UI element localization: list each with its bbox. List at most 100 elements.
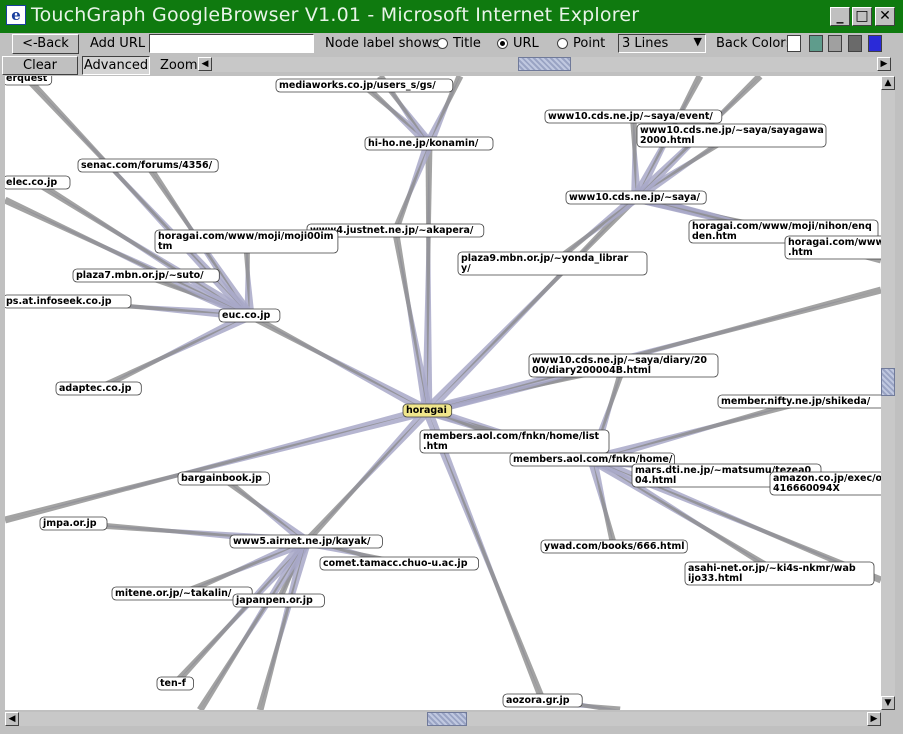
- back-color-white-swatch[interactable]: [787, 35, 801, 52]
- graph-node[interactable]: bargainbook.jp: [177, 471, 270, 486]
- graph-node-box: [502, 693, 583, 708]
- clear-button[interactable]: Clear: [2, 56, 78, 75]
- graph-node[interactable]: plaza7.mbn.or.jp/~suto/: [72, 268, 220, 283]
- back-color-darkgray-swatch[interactable]: [848, 35, 862, 52]
- graph-node[interactable]: mediaworks.co.jp/users_s/gs/: [275, 78, 454, 93]
- graph-canvas[interactable]: horagai euc.co.jp hi-ho.ne.jp/konamin/medi…: [5, 76, 881, 710]
- graph-node[interactable]: adaptec.co.jp: [55, 381, 142, 396]
- graph-node[interactable]: horagai.com/www/.htm: [784, 235, 881, 260]
- zoom-left-arrow-icon[interactable]: ◀: [198, 57, 212, 71]
- graph-node-label: horagai.com/www/moji/nihon/enq: [692, 221, 872, 232]
- graph-edge-in: [427, 410, 546, 702]
- graph-node[interactable]: aozora.gr.jp: [502, 693, 583, 708]
- graph-node[interactable]: ps.at.infoseek.co.jp: [5, 294, 132, 309]
- graph-node-label: 416660094X: [773, 483, 840, 494]
- graph-edge-offscreen-in: [592, 459, 881, 584]
- back-button[interactable]: <-Back: [12, 34, 79, 54]
- graph-node-label: member.nifty.ne.jp/shikeda/: [721, 396, 871, 407]
- graph-node-label: 00/diary200004B.html: [532, 365, 651, 376]
- graph-node[interactable]: ywad.com/books/666.html: [540, 539, 688, 554]
- graph-node-box: [636, 123, 827, 148]
- graph-node[interactable]: members.aol.com/fnkn/home/list.htm: [419, 429, 610, 454]
- graph-edge-in: [425, 143, 433, 411]
- vertical-scroll-thumb[interactable]: [881, 368, 895, 396]
- zoom-right-arrow-icon[interactable]: ▶: [877, 57, 891, 71]
- graph-edge-in: [592, 459, 618, 548]
- graph-edge-in: [427, 195, 639, 411]
- graph-edge-offscreen-in: [427, 286, 881, 411]
- scroll-up-arrow-icon[interactable]: ▲: [881, 76, 895, 90]
- graph-edge-in: [391, 229, 428, 411]
- graph-node[interactable]: elec.co.jp: [5, 175, 71, 190]
- graph-node-label: www10.cds.ne.jp/~saya/: [569, 192, 701, 203]
- graph-edge-in: [550, 197, 637, 267]
- vertical-scrollbar[interactable]: ▲ ▼: [881, 76, 895, 710]
- zoom-slider[interactable]: ◀ ▶: [198, 57, 891, 72]
- window-title: TouchGraph GoogleBrowser V1.01 - Microso…: [31, 4, 640, 26]
- title-radio[interactable]: [437, 38, 448, 49]
- graph-node-label: tm: [158, 241, 173, 252]
- graph-node-label: horagai.com/www/moji/moji00im: [158, 231, 334, 242]
- graph-node-box: [769, 471, 881, 496]
- point-radio[interactable]: [557, 38, 568, 49]
- horizontal-scroll-thumb[interactable]: [427, 712, 467, 726]
- scroll-right-arrow-icon[interactable]: ▶: [867, 712, 881, 726]
- add-url-label: Add URL: [90, 36, 146, 51]
- graph-node[interactable]: members.aol.com/fnkn/home/: [509, 452, 676, 467]
- graph-node[interactable]: mitene.or.jp/~takalin/: [111, 586, 253, 601]
- graph-edge-offscreen-in: [377, 76, 429, 144]
- horizontal-scrollbar[interactable]: ◀ ▶: [5, 712, 881, 726]
- graph-node[interactable]: ten-f: [156, 676, 194, 691]
- graph-node[interactable]: japanpen.or.jp: [232, 593, 325, 608]
- graph-node-box: [154, 229, 339, 254]
- url-radio[interactable]: [497, 38, 508, 49]
- graph-node-label: 2000.html: [640, 135, 695, 146]
- back-color-teal-swatch[interactable]: [809, 35, 823, 52]
- graph-node[interactable]: senac.com/forums/4356/: [77, 158, 219, 173]
- graph-node[interactable]: member.nifty.ne.jp/shikeda/: [717, 394, 881, 409]
- zoom-slider-thumb[interactable]: [518, 57, 571, 71]
- back-color-lightgray-swatch[interactable]: [828, 35, 842, 52]
- graph-node[interactable]: hi-ho.ne.jp/konamin/: [364, 136, 494, 151]
- chevron-down-icon: ▼: [693, 35, 702, 48]
- scroll-down-arrow-icon[interactable]: ▼: [881, 696, 895, 710]
- graph-node-box: [5, 294, 132, 309]
- graph-node[interactable]: www10.cds.ne.jp/~saya/diary/2000/diary20…: [528, 353, 719, 378]
- graph-node[interactable]: www5.airnet.ne.jp/kayak/: [229, 534, 383, 549]
- advanced-button[interactable]: Advanced: [82, 56, 150, 75]
- graph-node-label: den.htm: [692, 231, 737, 242]
- maximize-button[interactable]: □: [852, 7, 872, 26]
- graph-node-label: bargainbook.jp: [181, 473, 262, 484]
- graph-node-label: ps.at.infoseek.co.jp: [6, 296, 112, 307]
- graph-node-label: jmpa.or.jp: [42, 518, 97, 529]
- graph-node[interactable]: horagai: [402, 403, 453, 418]
- back-color-blue-swatch[interactable]: [868, 35, 882, 52]
- graph-edge-in: [242, 241, 250, 316]
- graph-edge-in: [303, 410, 428, 544]
- graph-edge-in: [180, 541, 307, 597]
- link-graph[interactable]: horagai euc.co.jp hi-ho.ne.jp/konamin/medi…: [5, 76, 881, 710]
- lines-select[interactable]: 3 Lines ▼: [618, 34, 706, 53]
- graph-edge-offscreen-in: [5, 410, 428, 524]
- graph-node[interactable]: euc.co.jp: [218, 308, 281, 323]
- graph-node-box: [457, 251, 648, 276]
- graph-node-label: www4.justnet.ne.jp/~akapera/: [310, 225, 474, 236]
- graph-node[interactable]: erquest: [5, 76, 53, 86]
- graph-node-box: [509, 452, 676, 467]
- graph-node-label: senac.com/forums/4356/: [81, 160, 213, 171]
- graph-node[interactable]: www10.cds.ne.jp/~saya/event/: [544, 109, 723, 124]
- close-button[interactable]: ✕: [875, 7, 895, 26]
- minimize-button[interactable]: _: [830, 7, 850, 26]
- graph-edge-in: [392, 143, 429, 232]
- graph-node[interactable]: comet.tamacc.chuo-u.ac.jp: [319, 556, 479, 571]
- add-url-input[interactable]: [149, 34, 314, 53]
- scroll-left-arrow-icon[interactable]: ◀: [5, 712, 19, 726]
- graph-node[interactable]: jmpa.or.jp: [39, 516, 108, 531]
- graph-node-label: elec.co.jp: [6, 177, 57, 188]
- graph-node[interactable]: www10.cds.ne.jp/~saya/: [565, 190, 707, 205]
